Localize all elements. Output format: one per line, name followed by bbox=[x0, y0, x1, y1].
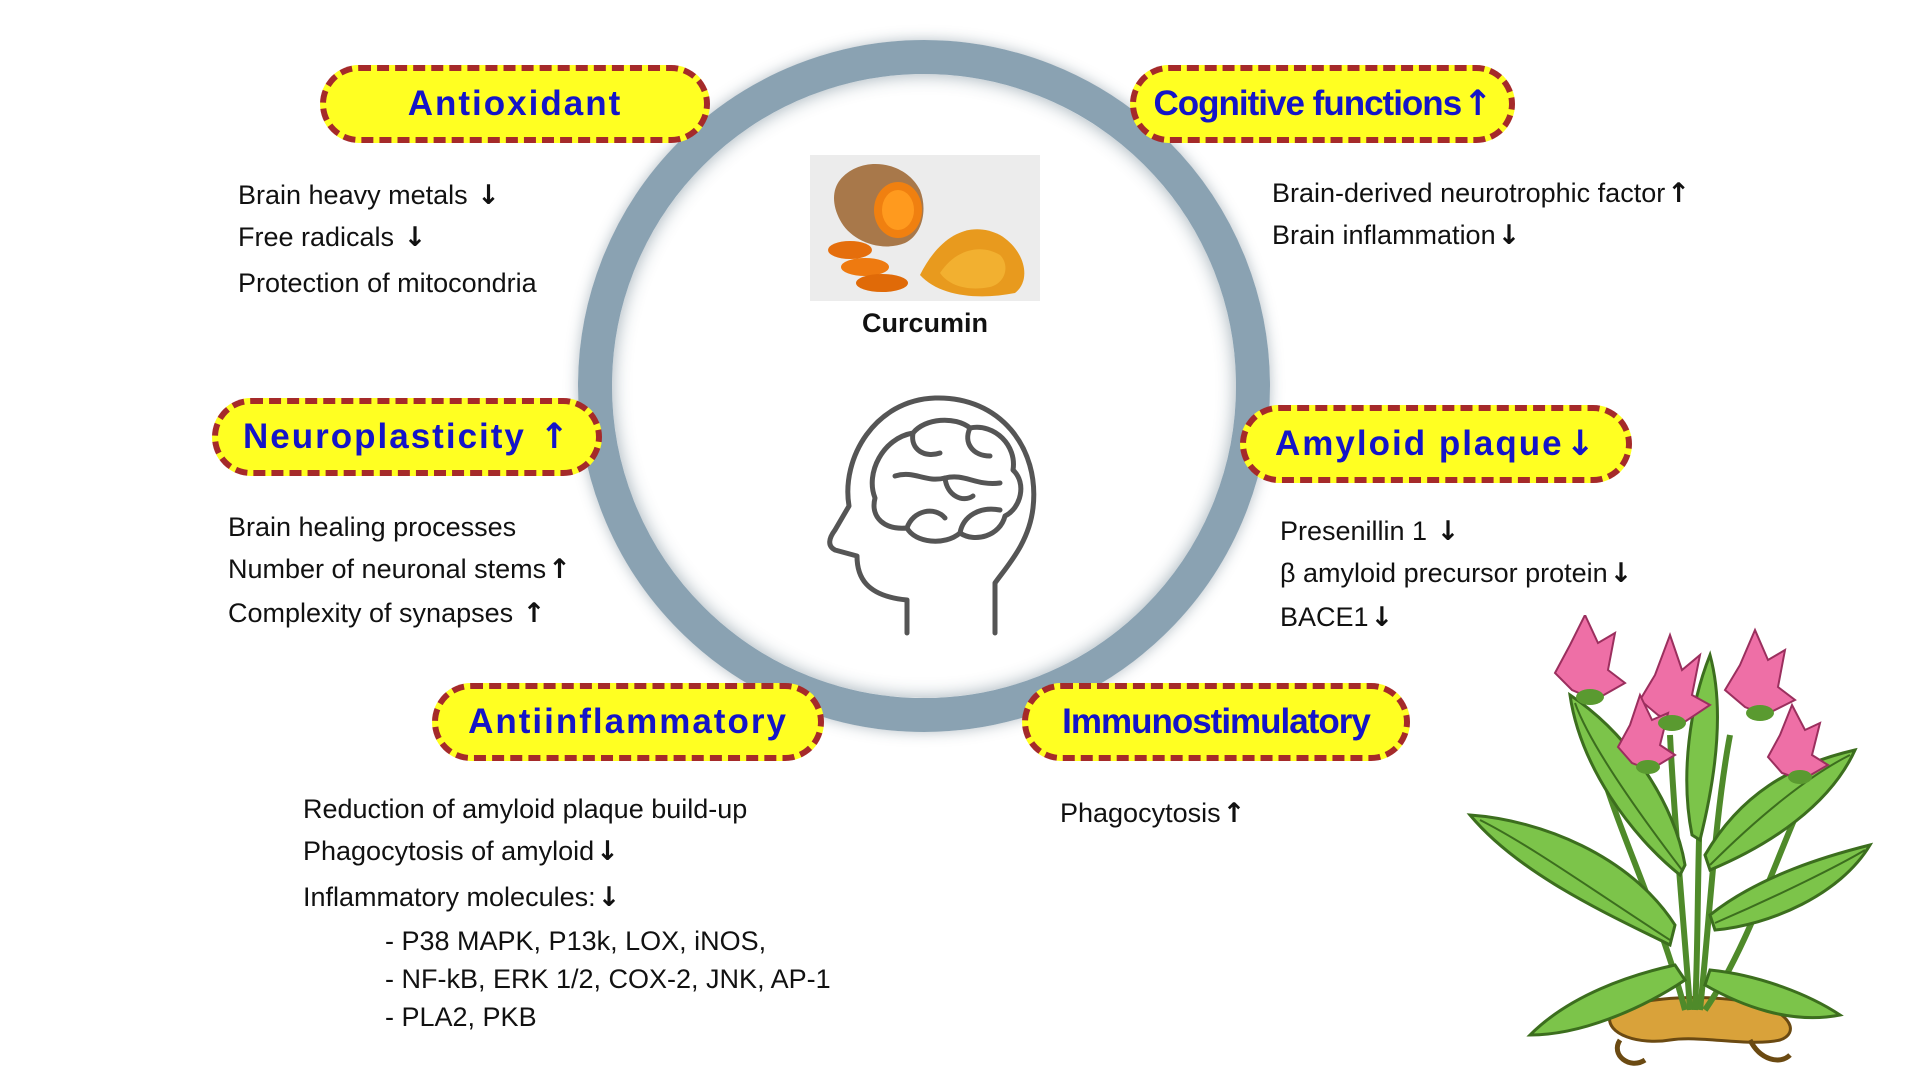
turmeric-plant-illustration bbox=[1460, 612, 1880, 1080]
arrow-up-icon: ↑ bbox=[539, 417, 571, 457]
list-item: Free radicals ↓ bbox=[238, 222, 427, 253]
arrow-down-icon: ↓ bbox=[597, 882, 621, 913]
amyloid-title: Amyloid plaque↓ bbox=[1275, 424, 1597, 464]
list-item: Reduction of amyloid plaque build-up bbox=[303, 794, 748, 824]
arrow-down-icon: ↓ bbox=[596, 836, 619, 867]
list-subitem: - P38 MAPK, P13k, LOX, iNOS, bbox=[385, 926, 767, 956]
arrow-down-icon: ↓ bbox=[1565, 424, 1597, 464]
list-item: Brain heavy metals ↓ bbox=[238, 180, 500, 211]
list-item: Brain healing processes bbox=[228, 512, 517, 542]
list-item: Number of neuronal stems↑ bbox=[228, 554, 571, 585]
arrow-down-icon: ↓ bbox=[1436, 516, 1460, 547]
neuroplasticity-title: Neuroplasticity ↑ bbox=[243, 417, 571, 457]
arrow-up-icon: ↑ bbox=[522, 598, 546, 629]
amyloid-badge: Amyloid plaque↓ bbox=[1240, 405, 1632, 483]
list-item: Brain-derived neurotrophic factor↑ bbox=[1272, 178, 1690, 209]
arrow-down-icon: ↓ bbox=[477, 180, 500, 211]
antiinflammatory-list: Reduction of amyloid plaque build-up Pha… bbox=[303, 788, 831, 1036]
head-brain-icon bbox=[795, 378, 1050, 643]
arrow-down-icon: ↓ bbox=[1370, 602, 1394, 633]
antioxidant-list: Brain heavy metals ↓ Free radicals ↓ Pro… bbox=[238, 174, 537, 304]
antiinflammatory-title: Antiinflammatory bbox=[468, 702, 788, 741]
amyloid-list: Presenillin 1 ↓ β amyloid precursor prot… bbox=[1280, 510, 1632, 638]
list-item: BACE1↓ bbox=[1280, 602, 1394, 633]
antiinflammatory-badge: Antiinflammatory bbox=[432, 683, 824, 761]
antioxidant-badge: Antioxidant bbox=[320, 65, 710, 143]
list-item: Complexity of synapses ↑ bbox=[228, 598, 546, 629]
list-item: Presenillin 1 ↓ bbox=[1280, 516, 1460, 547]
neuroplasticity-badge: Neuroplasticity ↑ bbox=[212, 398, 602, 476]
curcumin-label: Curcumin bbox=[861, 308, 988, 338]
list-item: Inflammatory molecules:↓ bbox=[303, 882, 621, 913]
cognitive-badge: Cognitive functions↑ bbox=[1130, 65, 1515, 143]
list-item: β amyloid precursor protein↓ bbox=[1280, 558, 1633, 589]
list-subitem: - NF-kB, ERK 1/2, COX-2, JNK, AP-1 bbox=[385, 964, 831, 994]
list-item: Phagocytosis↑ bbox=[1060, 798, 1246, 829]
arrow-up-icon: ↑ bbox=[1463, 84, 1492, 124]
arrow-down-icon: ↓ bbox=[403, 222, 427, 253]
immunostimulatory-badge: Immunostimulatory bbox=[1022, 683, 1410, 761]
turmeric-photo bbox=[810, 155, 1040, 301]
cognitive-title: Cognitive functions↑ bbox=[1153, 84, 1493, 124]
neuroplasticity-list: Brain healing processes Number of neuron… bbox=[228, 506, 571, 634]
list-item: Brain inflammation↓ bbox=[1272, 220, 1521, 251]
immunostimulatory-list: Phagocytosis↑ bbox=[1060, 792, 1245, 834]
list-item: Phagocytosis of amyloid↓ bbox=[303, 836, 619, 867]
arrow-up-icon: ↑ bbox=[1667, 178, 1690, 209]
cognitive-list: Brain-derived neurotrophic factor↑ Brain… bbox=[1272, 172, 1690, 256]
arrow-up-icon: ↑ bbox=[548, 554, 571, 585]
list-item: Protection of mitocondria bbox=[238, 268, 537, 298]
antioxidant-title: Antioxidant bbox=[407, 84, 623, 123]
arrow-up-icon: ↑ bbox=[1222, 798, 1246, 829]
arrow-down-icon: ↓ bbox=[1609, 558, 1633, 589]
arrow-down-icon: ↓ bbox=[1497, 220, 1521, 251]
immunostimulatory-title: Immunostimulatory bbox=[1062, 702, 1371, 741]
list-subitem: - PLA2, PKB bbox=[385, 1002, 537, 1032]
